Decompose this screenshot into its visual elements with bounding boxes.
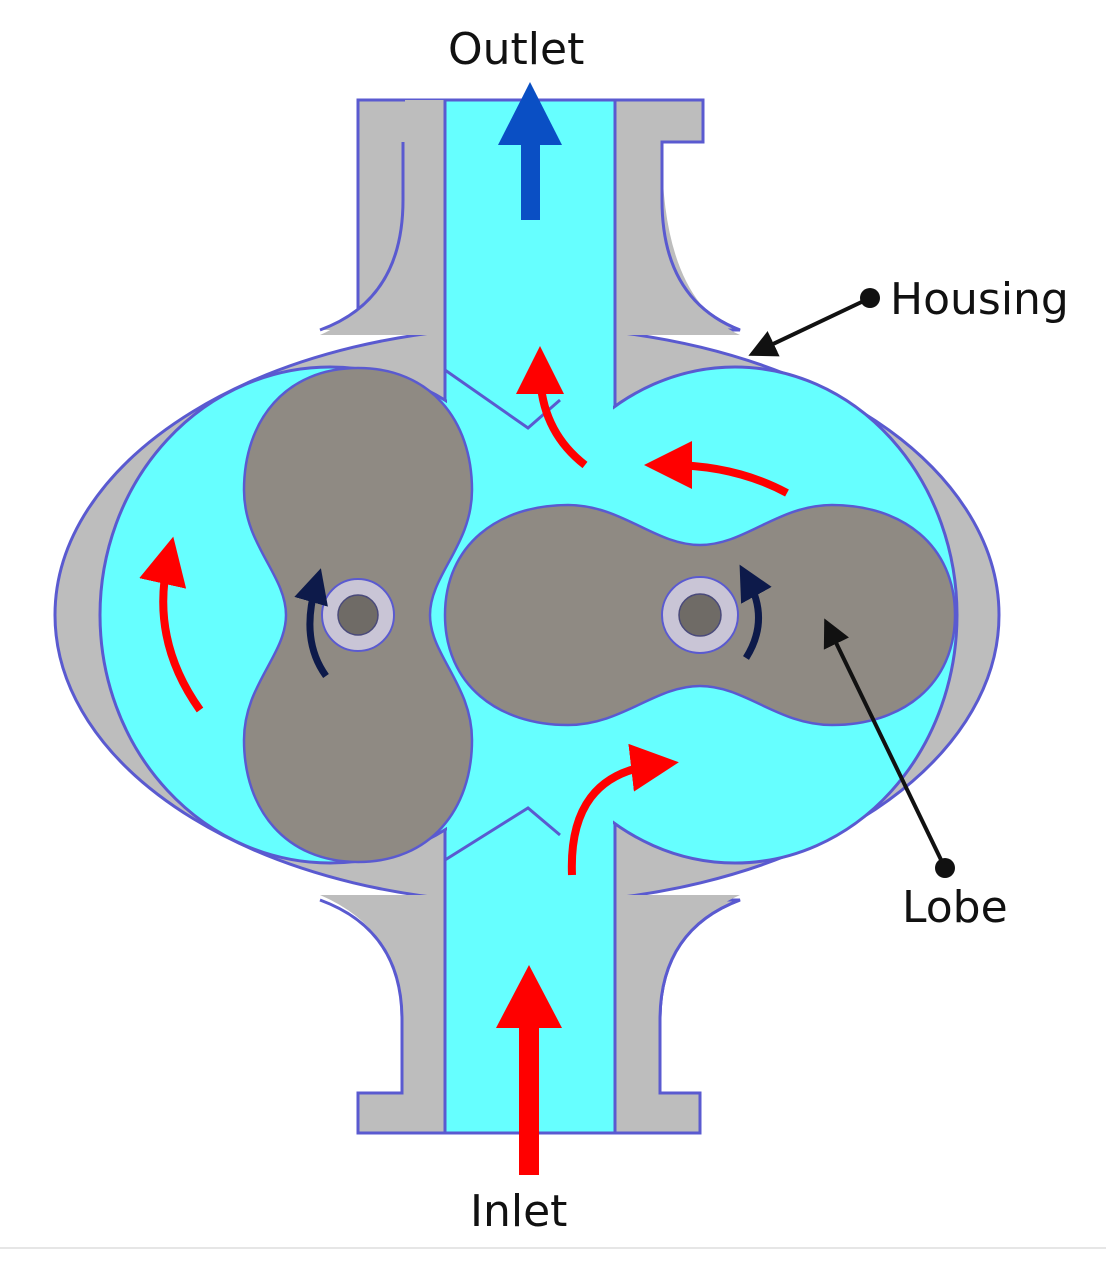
flow-arrow-top-right	[644, 441, 789, 497]
lobe-callout	[823, 618, 955, 878]
flow-arrow-left	[139, 536, 204, 713]
left-lobe-hub-center	[337, 594, 379, 636]
bottom-divider	[0, 1247, 1106, 1249]
outlet-label: Outlet	[448, 24, 584, 75]
left-rotation-arrow	[294, 568, 329, 679]
left-lobe	[242, 366, 474, 864]
right-lobe	[443, 503, 957, 727]
inlet-arrow	[496, 965, 562, 1175]
right-rotation-arrow	[739, 564, 772, 660]
flow-arrow-center-up	[516, 346, 588, 469]
housing-callout	[748, 288, 880, 357]
flow-arrows	[139, 346, 789, 876]
inlet-label: Inlet	[470, 1186, 567, 1237]
housing-label: Housing	[890, 274, 1069, 325]
outlet-arrow	[498, 82, 562, 220]
lobe-label: Lobe	[902, 882, 1008, 933]
right-lobe-hub-center	[678, 593, 722, 637]
flow-arrow-inlet-curve	[567, 743, 679, 876]
